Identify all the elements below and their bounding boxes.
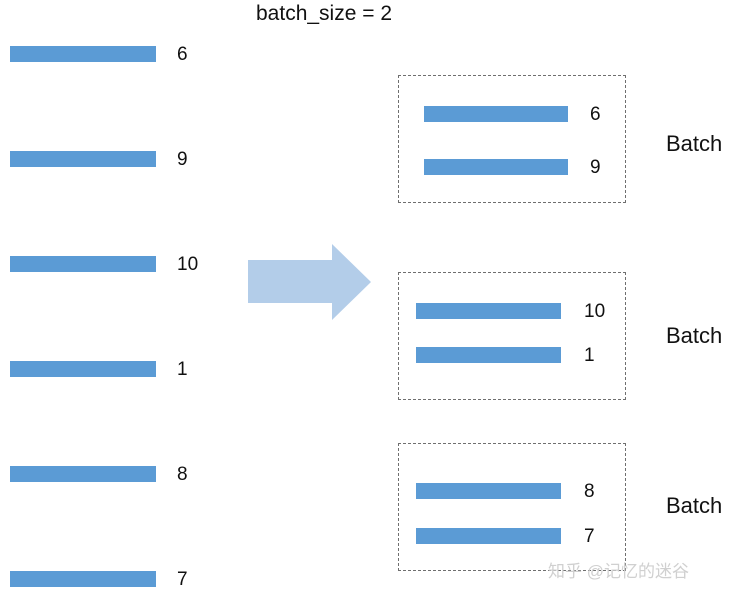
batch-bar: [416, 483, 561, 499]
data-label: 7: [177, 569, 188, 590]
batch-item-label: 9: [590, 157, 601, 178]
batch-label: Batch: [666, 323, 723, 348]
batch-bar: [424, 159, 568, 175]
batch-bar: [416, 303, 561, 319]
data-bar: [10, 466, 156, 482]
batch-bar: [424, 106, 568, 122]
batch-group: 6 9: [398, 75, 626, 203]
right-arrow-icon: [248, 244, 371, 320]
batch-label: Batch: [666, 131, 723, 156]
batch-item-label: 1: [584, 345, 595, 366]
data-label: 8: [177, 464, 188, 485]
data-bar: [10, 46, 156, 62]
batch-group: 8 7: [398, 443, 626, 571]
batch-bar: [416, 347, 561, 363]
data-bar: [10, 151, 156, 167]
diagram-title: batch_size = 2: [256, 2, 393, 25]
watermark: 知乎 @记忆的迷谷: [548, 562, 689, 581]
batch-item-label: 8: [584, 481, 595, 502]
data-bar: [10, 571, 156, 587]
batch-item-label: 7: [584, 526, 595, 547]
data-bar: [10, 256, 156, 272]
batch-label: Batch: [666, 493, 723, 518]
batch-bar: [416, 528, 561, 544]
batch-group: 10 1: [398, 272, 626, 400]
data-label: 9: [177, 149, 188, 170]
data-label: 1: [177, 359, 188, 380]
data-bar: [10, 361, 156, 377]
batch-item-label: 6: [590, 104, 601, 125]
batch-item-label: 10: [584, 301, 606, 322]
data-label: 6: [177, 44, 188, 65]
data-label: 10: [177, 254, 199, 275]
